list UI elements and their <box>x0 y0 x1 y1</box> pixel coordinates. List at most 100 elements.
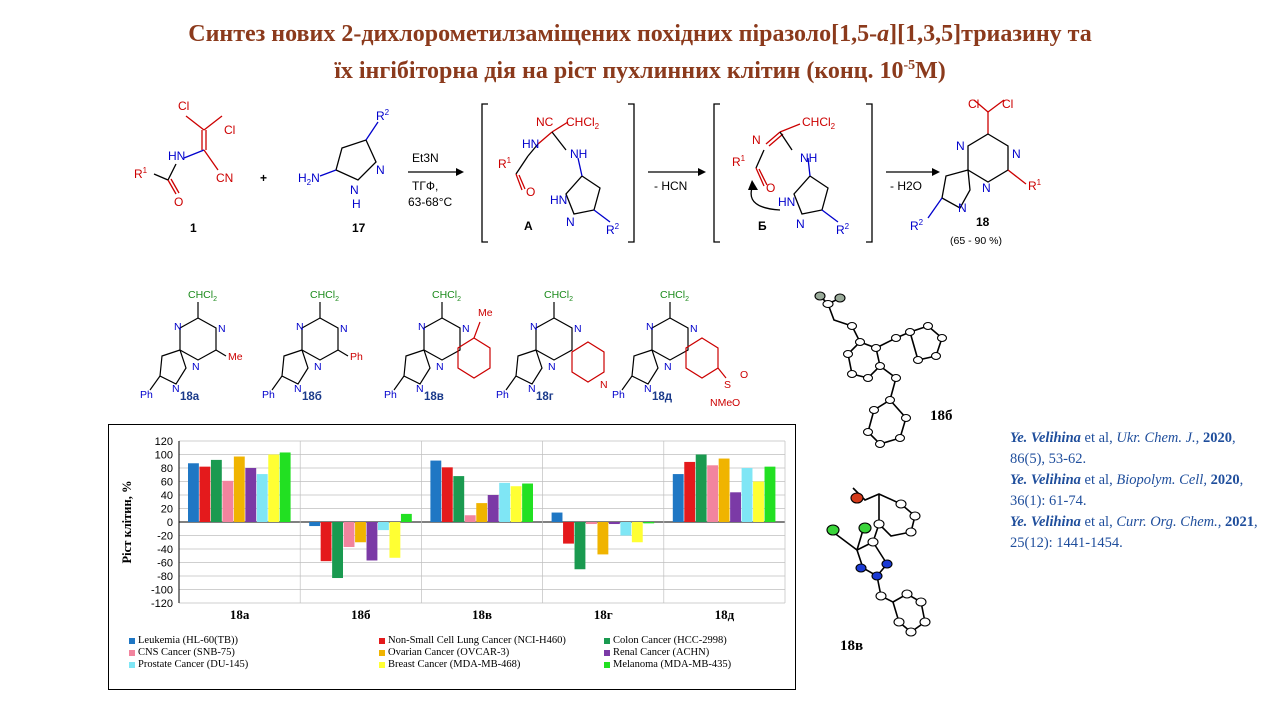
n-label: N <box>416 383 424 395</box>
methyl-label: Me <box>478 307 493 319</box>
derivative-label: 18д <box>652 391 673 403</box>
arrow-head <box>698 168 706 176</box>
n-label: N <box>644 383 652 395</box>
reference-item: Ye. Velihina et al, Biopolym. Cell, 2020… <box>1010 472 1244 509</box>
compound-17-structure <box>319 121 379 181</box>
n-label: N <box>376 163 385 177</box>
legend-item: Breast Cancer (MDA-MB-468) <box>379 659 604 670</box>
bar <box>574 522 586 570</box>
y-tick-label: 100 <box>155 450 173 462</box>
y-tick-label: -60 <box>157 558 173 570</box>
r1-label: R1 <box>498 156 512 171</box>
legend-swatch <box>379 661 385 668</box>
references: Ye. Velihina et al, Ukr. Chem. J., 2020,… <box>1010 428 1272 554</box>
bar <box>199 466 211 522</box>
bar <box>608 522 620 525</box>
chcl2-label: CHCl2 <box>310 289 339 303</box>
x-tick-label: 18б <box>351 607 371 622</box>
substituent-label: Me <box>228 351 243 363</box>
xray-structure-18v <box>826 487 931 637</box>
bar <box>355 522 366 543</box>
ph-label: Ph <box>262 389 275 401</box>
ph-label: Ph <box>496 389 509 401</box>
bar <box>378 522 389 531</box>
r2-label: R2 <box>376 108 390 123</box>
hcn-loss-label: - HCN <box>654 179 687 193</box>
n-label: N <box>436 361 444 373</box>
n-label: N <box>218 323 226 335</box>
bar <box>222 480 234 522</box>
bar <box>563 522 574 544</box>
y-tick-label: -20 <box>157 531 173 543</box>
intermediate-b-structure <box>750 123 839 223</box>
legend-swatch <box>604 637 610 644</box>
legend-item: CNS Cancer (SNB-75) <box>129 647 379 658</box>
legend-label: Leukemia (HL-60(TB)) <box>138 635 239 646</box>
r1-label: R1 <box>134 166 148 181</box>
y-tick-label: 60 <box>161 477 173 489</box>
legend-item: Ovarian Cancer (OVCAR-3) <box>379 647 604 658</box>
bar <box>332 522 343 579</box>
product-18-structure <box>927 99 1027 219</box>
cl-label: Cl <box>1002 97 1013 111</box>
bar <box>268 454 280 522</box>
legend-label: Prostate Cancer (DU-145) <box>138 659 249 670</box>
product-18-label: 18 <box>976 215 990 229</box>
ph-label: Ph <box>384 389 397 401</box>
chcl2-label: CHCl2 <box>660 289 689 303</box>
bar <box>620 522 632 536</box>
n-label: N <box>796 217 805 231</box>
bar <box>672 474 684 522</box>
n-label: N <box>1012 147 1021 161</box>
bar <box>453 476 465 522</box>
water-loss-label: - H2O <box>890 179 922 193</box>
y-tick-label: 40 <box>161 490 173 502</box>
legend-label: Colon Cancer (HCC-2998) <box>613 635 727 646</box>
legend-swatch <box>129 661 135 668</box>
x-tick-label: 18а <box>230 607 250 622</box>
bar <box>188 463 199 522</box>
xray-label-18v: 18в <box>840 638 864 654</box>
y-tick-label: 0 <box>167 517 173 529</box>
h2n-label: H2N <box>298 171 320 187</box>
bar <box>366 522 378 561</box>
n-label: N <box>574 323 582 335</box>
n-label: N <box>958 201 967 215</box>
dimethylamino-label: NMe <box>710 397 732 409</box>
y-tick-label: -40 <box>157 544 173 556</box>
bar <box>279 452 291 522</box>
legend-item: Non-Small Cell Lung Cancer (NCI-H460) <box>379 635 604 646</box>
bar <box>695 454 707 522</box>
chcl2-label: CHCl2 <box>188 289 217 303</box>
slide-title: Синтез нових 2-дихлорометилзаміщених пох… <box>20 18 1260 87</box>
legend-label: Ovarian Cancer (OVCAR-3) <box>388 647 510 658</box>
legend-swatch <box>604 649 610 656</box>
n-label: N <box>294 383 302 395</box>
n-label: N <box>530 321 538 333</box>
bar <box>643 522 655 524</box>
legend-swatch <box>604 661 610 668</box>
r2-label: R2 <box>836 222 850 237</box>
title-line-2: їх інгібіторна дія на ріст пухлинних клі… <box>20 50 1260 87</box>
n-label: N <box>646 321 654 333</box>
title-line-1: Синтез нових 2-дихлорометилзаміщених пох… <box>20 18 1260 50</box>
x-tick-label: 18г <box>594 607 613 622</box>
n-label: N <box>528 383 536 395</box>
compound-17-label: 17 <box>352 221 366 235</box>
legend-label: CNS Cancer (SNB-75) <box>138 647 235 658</box>
temperature-label: 63-68°C <box>408 195 452 209</box>
hn-label: HN <box>778 195 795 209</box>
bar <box>764 466 776 522</box>
plus-sign: + <box>260 171 267 185</box>
chcl2-label: CHCl2 <box>802 115 836 131</box>
bar <box>309 522 321 527</box>
n-label: N <box>172 383 180 395</box>
bar <box>210 459 222 522</box>
bar <box>753 481 764 522</box>
title-exponent: -5 <box>903 58 916 73</box>
legend-swatch <box>129 649 135 656</box>
